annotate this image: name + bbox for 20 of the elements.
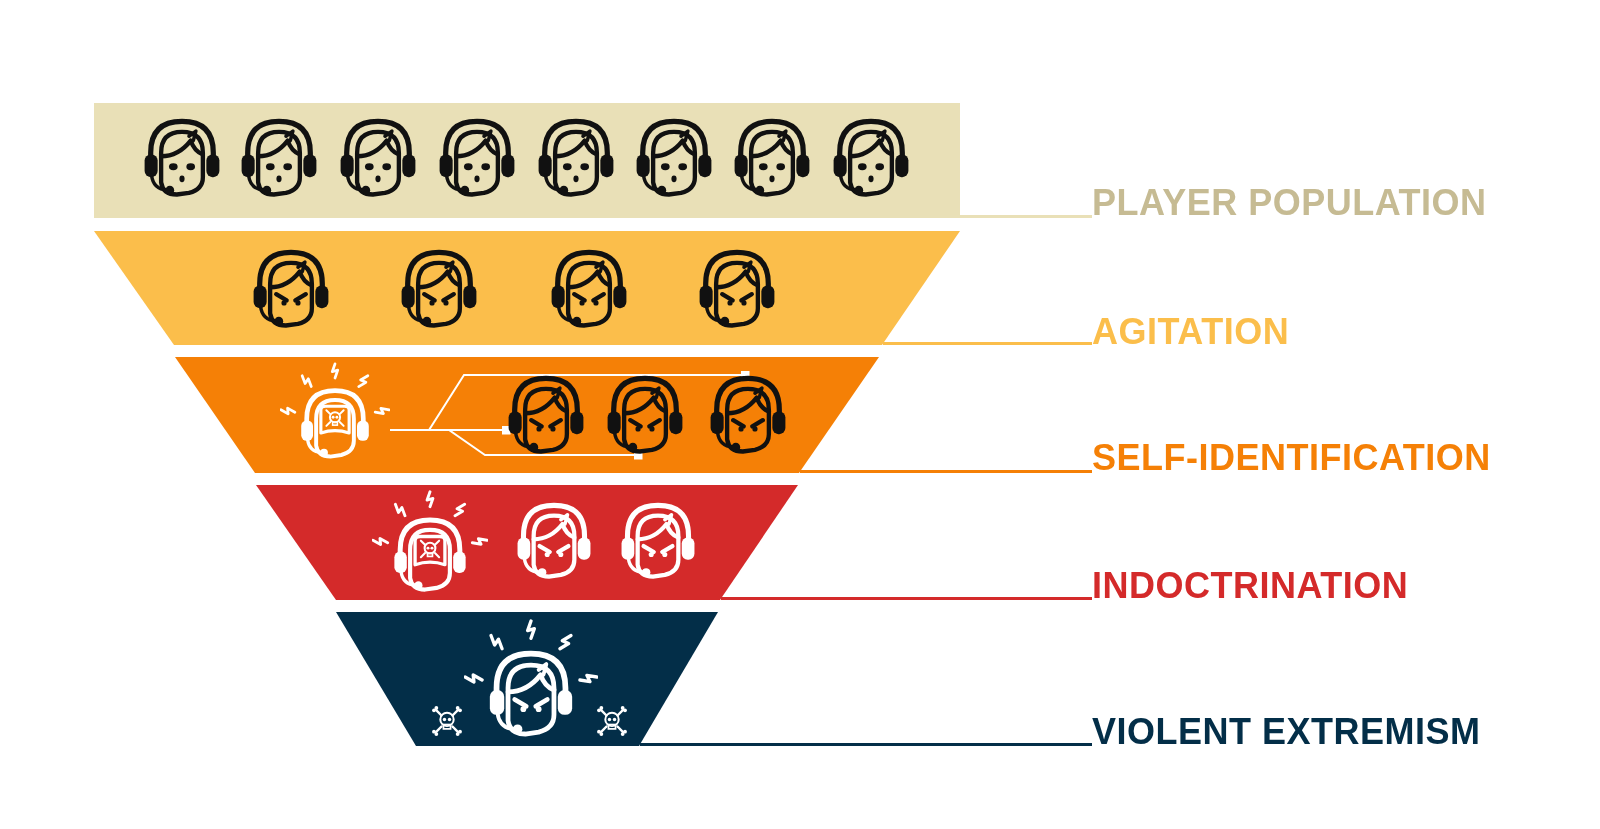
leader-line (883, 342, 1092, 345)
funnel-band (94, 231, 960, 345)
leader-line (960, 215, 1092, 218)
funnel-band (175, 357, 879, 473)
funnel-band (94, 103, 960, 218)
stage-label: INDOCTRINATION (1092, 566, 1409, 606)
funnel-band (336, 612, 718, 746)
stage-label: AGITATION (1092, 312, 1290, 352)
leader-line (639, 743, 1092, 746)
skull-headset-person-icon (280, 362, 390, 460)
angry-headset-person-icon (506, 375, 586, 455)
stage-label: PLAYER POPULATION (1092, 183, 1487, 223)
leader-line (721, 597, 1092, 600)
connector-line (389, 370, 750, 431)
funnel-band (256, 485, 798, 600)
stage-label: SELF-IDENTIFICATION (1092, 438, 1491, 478)
angry-headset-person-icon (605, 375, 685, 455)
angry-headset-person-icon (708, 375, 788, 455)
stage-label: VIOLENT EXTREMISM (1092, 712, 1481, 752)
leader-line (800, 470, 1092, 473)
